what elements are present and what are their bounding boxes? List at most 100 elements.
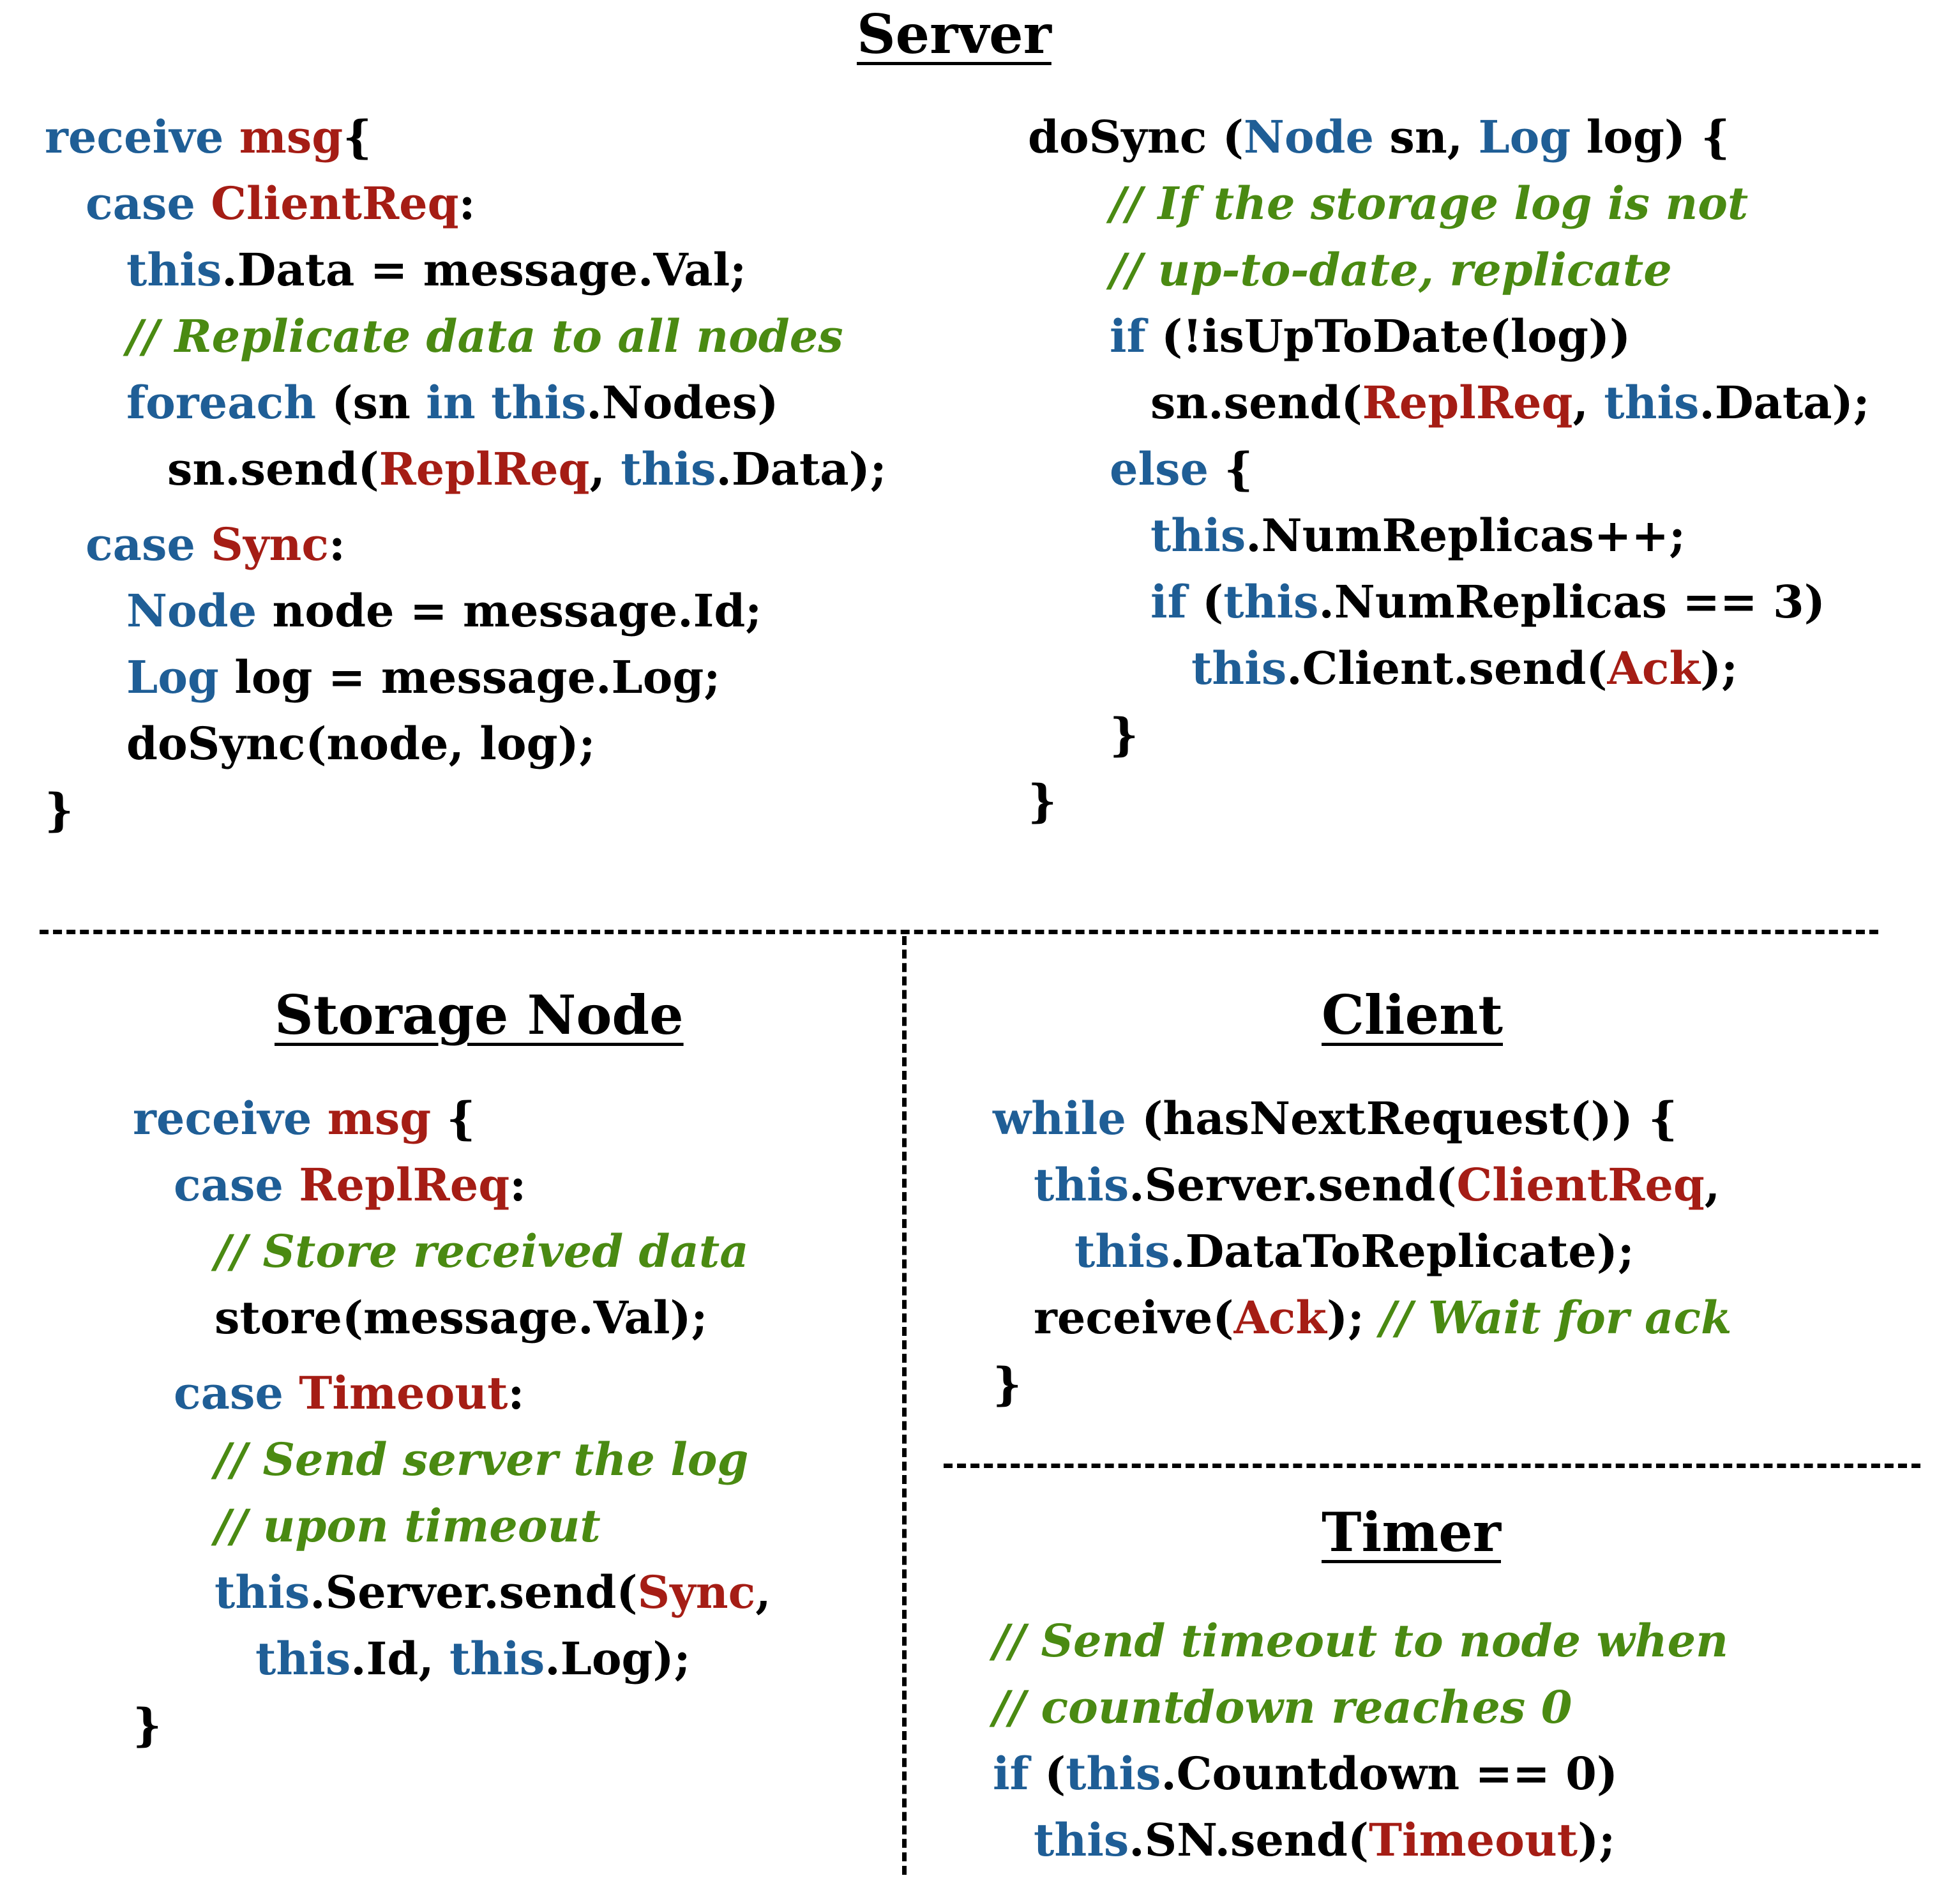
- code-text: .Id,: [351, 1632, 450, 1685]
- code-text: ,: [589, 443, 621, 496]
- code-text: }: [45, 784, 74, 837]
- code-text: log) {: [1586, 110, 1730, 163]
- code-comment: // up-to-date, replicate: [1110, 243, 1672, 296]
- code-text: .Log);: [545, 1632, 691, 1685]
- code-text: }: [1028, 775, 1057, 828]
- code-message-name: Timeout: [1368, 1813, 1578, 1866]
- code-text: ,: [1704, 1158, 1721, 1211]
- code-line: foreach (sn in this.Nodes): [45, 370, 887, 436]
- code-line: // Store received data: [133, 1218, 771, 1285]
- code-text: sn.send(: [167, 443, 379, 496]
- code-keyword: while: [993, 1092, 1142, 1145]
- code-text: {: [446, 1092, 476, 1145]
- code-line: this.Client.send(Ack);: [1028, 635, 1870, 702]
- code-keyword: this: [1223, 575, 1319, 628]
- code-message-name: Sync: [211, 518, 329, 571]
- code-keyword: this: [449, 1632, 545, 1685]
- server-receive-code: receive msg{case ClientReq:this.Data = m…: [45, 104, 887, 844]
- code-text: :: [458, 177, 476, 230]
- code-text: .Server.send(: [1129, 1158, 1457, 1211]
- code-keyword: case: [86, 177, 211, 230]
- code-text: ,: [755, 1566, 771, 1619]
- code-line: store(message.Val);: [133, 1285, 771, 1351]
- code-line: while (hasNextRequest()) {: [993, 1086, 1732, 1152]
- code-text: .NumReplicas++;: [1246, 509, 1685, 562]
- code-text: ,: [1572, 376, 1604, 429]
- code-text: .Client.send(: [1286, 642, 1608, 695]
- code-comment: // Send server the log: [215, 1433, 749, 1486]
- code-comment: // Replicate data to all nodes: [126, 310, 843, 363]
- code-message-name: ClientReq: [211, 177, 459, 230]
- section-title-storage-node: Storage Node: [275, 983, 684, 1047]
- code-text: receive(: [1034, 1291, 1234, 1344]
- code-keyword: if: [1110, 310, 1162, 363]
- code-text: .SN.send(: [1129, 1813, 1369, 1866]
- code-line: }: [993, 1351, 1732, 1418]
- section-title-server: Server: [857, 3, 1052, 66]
- code-comment: // Send timeout to node when: [993, 1614, 1729, 1667]
- code-keyword: in this: [426, 376, 587, 429]
- code-line: case ReplReq:: [133, 1152, 771, 1218]
- server-dosync-code: doSync (Node sn, Log log) { // If the sto…: [1028, 104, 1870, 835]
- code-comment: // Store received data: [215, 1225, 749, 1278]
- horizontal-divider-top: [40, 930, 1878, 934]
- code-line: doSync (Node sn, Log log) {: [1028, 104, 1870, 170]
- code-line: doSync(node, log);: [45, 711, 887, 777]
- code-keyword: case: [174, 1366, 299, 1419]
- code-keyword: this: [1604, 376, 1700, 429]
- code-text: .Server.send(: [310, 1566, 638, 1619]
- code-text: );: [1578, 1813, 1616, 1866]
- code-text: sn.send(: [1150, 376, 1362, 429]
- code-message-name: Sync: [637, 1566, 756, 1619]
- code-message-name: msg: [239, 110, 343, 163]
- code-keyword: this: [1034, 1158, 1129, 1211]
- code-text: .DataToReplicate);: [1170, 1225, 1634, 1278]
- code-keyword: this: [621, 443, 716, 496]
- code-keyword: this: [255, 1632, 351, 1685]
- code-line: }: [133, 1692, 771, 1759]
- vertical-divider: [902, 936, 907, 1875]
- code-text: }: [133, 1699, 162, 1752]
- code-text: doSync (: [1028, 110, 1244, 163]
- code-line: this.Id, this.Log);: [133, 1626, 771, 1692]
- code-line: case ClientReq:: [45, 170, 887, 237]
- section-title-client: Client: [1322, 983, 1503, 1047]
- code-message-name: ReplReq: [379, 443, 590, 496]
- code-line: else {: [1028, 436, 1870, 503]
- code-keyword: Log: [1478, 110, 1587, 163]
- code-keyword: case: [86, 518, 211, 571]
- code-keyword: this: [215, 1566, 310, 1619]
- code-comment: // Wait for ack: [1380, 1291, 1732, 1344]
- code-message-name: ReplReq: [1362, 376, 1573, 429]
- code-line: receive msg {: [133, 1086, 771, 1152]
- code-keyword: this: [1034, 1813, 1129, 1866]
- code-text: (!isUpToDate(log)): [1161, 310, 1631, 363]
- code-text: (sn: [331, 376, 426, 429]
- code-text: .Data = message.Val;: [222, 243, 747, 296]
- code-keyword: this: [1191, 642, 1287, 695]
- code-line: // Replicate data to all nodes: [45, 303, 887, 370]
- code-text: }: [993, 1358, 1022, 1411]
- code-line: this.Server.send(Sync,: [133, 1559, 771, 1626]
- section-title-timer: Timer: [1322, 1501, 1501, 1564]
- code-message-name: Ack: [1607, 642, 1700, 695]
- code-text: (: [1202, 575, 1224, 628]
- code-text: log = message.Log;: [234, 651, 721, 704]
- code-keyword: else: [1110, 443, 1225, 496]
- code-comment: // upon timeout: [215, 1499, 601, 1552]
- code-line: sn.send(ReplReq, this.Data);: [1028, 370, 1870, 436]
- code-keyword: if: [1150, 575, 1203, 628]
- code-text: }: [1110, 708, 1139, 761]
- code-text: .Nodes): [586, 376, 779, 429]
- code-comment: // If the storage log is not: [1110, 177, 1749, 230]
- code-keyword: this: [1150, 509, 1246, 562]
- code-text: .Data);: [1699, 376, 1870, 429]
- code-keyword: this: [126, 243, 222, 296]
- code-text: );: [1700, 642, 1738, 695]
- code-text: .NumReplicas == 3): [1318, 575, 1825, 628]
- code-message-name: msg: [327, 1092, 447, 1145]
- code-text: store(message.Val);: [215, 1291, 708, 1344]
- code-line: this.Server.send(ClientReq,: [993, 1152, 1732, 1218]
- code-text: );: [1326, 1291, 1380, 1344]
- code-line: }: [1028, 768, 1870, 835]
